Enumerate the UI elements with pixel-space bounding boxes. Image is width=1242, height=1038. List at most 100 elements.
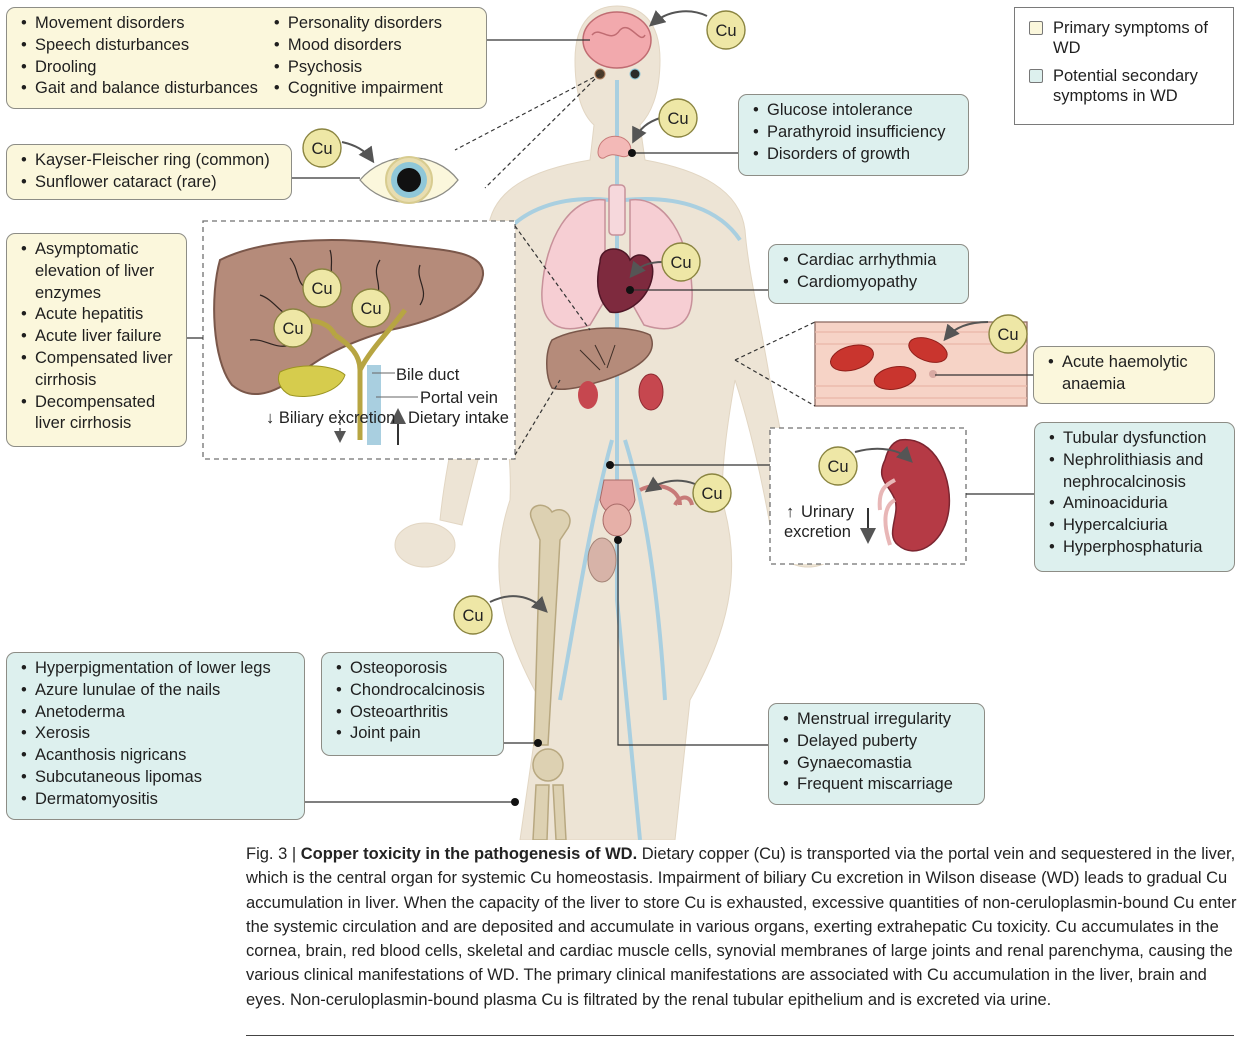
symptom-item: Tubular dysfunction [1049,428,1224,450]
svg-text:excretion: excretion [784,523,851,541]
symptom-item: Acute liver failure [21,326,176,348]
thyroid [597,135,632,159]
symptom-item: Acute haemolytic anaemia [1048,352,1204,396]
legend: Primary symptoms of WD Potential seconda… [1014,7,1234,125]
symptom-item: Delayed puberty [783,731,974,753]
symptom-item: Azure lunulae of the nails [21,680,294,702]
legend-primary-label: Primary symptoms of WD [1053,19,1208,57]
skin-symptoms-box: Hyperpigmentation of lower legsAzure lun… [6,652,305,820]
caption-fig-number: Fig. 3 | [246,845,297,863]
liver-symptoms-box: Asymptomatic elevation of liver enzymesA… [6,233,187,447]
symptom-item: Speech disturbances [21,35,258,57]
liver-inset: Bile duct Portal vein ↓ Biliary excretio… [202,220,516,460]
liver-small [546,327,653,409]
legend-secondary: Potential secondary symptoms in WD [1029,66,1225,106]
symptom-item: Subcutaneous lipomas [21,767,294,789]
cu-label: Cu [701,485,722,503]
cu-marker: Cu [658,98,698,138]
kidney-symptoms-box: Tubular dysfunctionNephrolithiasis and n… [1034,422,1235,572]
brain-symptoms-right: Personality disordersMood disordersPsych… [274,13,443,100]
blood-cell-inset [814,321,1028,407]
symptom-item: Hyperphosphaturia [1049,537,1224,559]
cu-marker: Cu [661,242,701,282]
heart-symptoms-box: Cardiac arrhythmiaCardiomyopathy [768,244,969,304]
brain-symptoms-box: Movement disordersSpeech disturbancesDro… [6,7,487,109]
symptom-item: Cognitive impairment [274,78,443,100]
symptom-item: Parathyroid insufficiency [753,122,958,144]
connector-dots [511,149,636,806]
symptom-item: Gynaecomastia [783,753,974,775]
symptom-item: Anetoderma [21,702,294,724]
label-biliary-excretion: ↓ Biliary excretion [266,409,395,427]
symptom-item: Asymptomatic elevation of liver enzymes [21,239,176,304]
symptom-item: Movement disorders [21,13,258,35]
cu-marker: Cu [692,473,732,513]
symptom-item: Acanthosis nigricans [21,745,294,767]
cu-label: Cu [282,320,303,338]
cu-arrows [341,10,989,613]
symptom-item: Menstrual irregularity [783,709,974,731]
lungs [541,184,693,330]
symptom-item: Decompensated liver cirrhosis [21,392,176,436]
legend-primary-swatch [1029,21,1043,35]
symptom-item: Disorders of growth [753,144,958,166]
symptom-item: Compensated liver cirrhosis [21,348,176,392]
liver-symptoms: Asymptomatic elevation of liver enzymesA… [21,239,176,435]
reproductive-symptoms: Menstrual irregularityDelayed pubertyGyn… [783,709,974,796]
symptom-item: Hypercalciuria [1049,515,1224,537]
cu-marker: Cu [453,595,493,635]
symptom-item: Frequent miscarriage [783,774,974,796]
reproductive-symptoms-box: Menstrual irregularityDelayed pubertyGyn… [768,703,985,805]
symptom-item: Hyperpigmentation of lower legs [21,658,294,680]
symptom-item: Nephrolithiasis and nephrocalcinosis [1049,450,1224,494]
cu-marker: Cu [818,446,858,486]
eye [359,156,459,204]
svg-text:Urinary: Urinary [801,503,855,521]
legend-secondary-label: Potential secondary symptoms in WD [1053,67,1198,105]
symptom-item: Gait and balance disturbances [21,78,258,100]
symptom-item: Kayser-Fleischer ring (common) [21,150,281,172]
symptom-item: Osteoporosis [336,658,493,680]
leg-bone [529,504,571,840]
cu-marker: Cu [302,128,342,168]
caption-text: Dietary copper (Cu) is transported via t… [246,845,1237,1009]
symptom-item: Chondrocalcinosis [336,680,493,702]
label-portal-vein: Portal vein [420,389,498,407]
bone-symptoms: OsteoporosisChondrocalcinosisOsteoarthri… [336,658,493,745]
cu-label: Cu [360,300,381,318]
symptom-item: Dermatomyositis [21,789,294,811]
blood-symptoms: Acute haemolytic anaemia [1048,352,1204,396]
cu-marker: Cu [351,288,391,328]
cu-marker: Cu [706,10,746,50]
thyroid-symptoms-box: Glucose intoleranceParathyroid insuffici… [738,94,969,176]
symptom-item: Psychosis [274,57,443,79]
connector-lines [186,39,1034,803]
heart-symptoms: Cardiac arrhythmiaCardiomyopathy [783,250,958,294]
kidneys [638,373,664,411]
symptom-item: Cardiomyopathy [783,272,958,294]
symptom-item: Xerosis [21,723,294,745]
cu-label: Cu [827,458,848,476]
brain [582,11,652,69]
blood-symptoms-box: Acute haemolytic anaemia [1033,346,1215,404]
symptom-item: Joint pain [336,723,493,745]
cu-label: Cu [997,326,1018,344]
legend-primary: Primary symptoms of WD [1029,18,1225,58]
symptom-item: Personality disorders [274,13,443,35]
skin-symptoms: Hyperpigmentation of lower legsAzure lun… [21,658,294,811]
label-dietary-intake: Dietary intake [408,409,509,427]
symptom-item: Acute hepatitis [21,304,176,326]
symptom-item: Aminoaciduria [1049,493,1224,515]
cu-label: Cu [670,254,691,272]
cu-marker: Cu [273,308,313,348]
figure-caption: Fig. 3 | Copper toxicity in the pathogen… [246,842,1238,1012]
cu-label: Cu [667,110,688,128]
symptom-item: Osteoarthritis [336,702,493,724]
kidney-inset: ↑ Urinary excretion [769,427,967,565]
kidney-symptoms: Tubular dysfunctionNephrolithiasis and n… [1049,428,1224,559]
caption-title: Copper toxicity in the pathogenesis of W… [300,845,638,863]
cu-marker: Cu [302,268,342,308]
caption-rule [246,1035,1234,1036]
